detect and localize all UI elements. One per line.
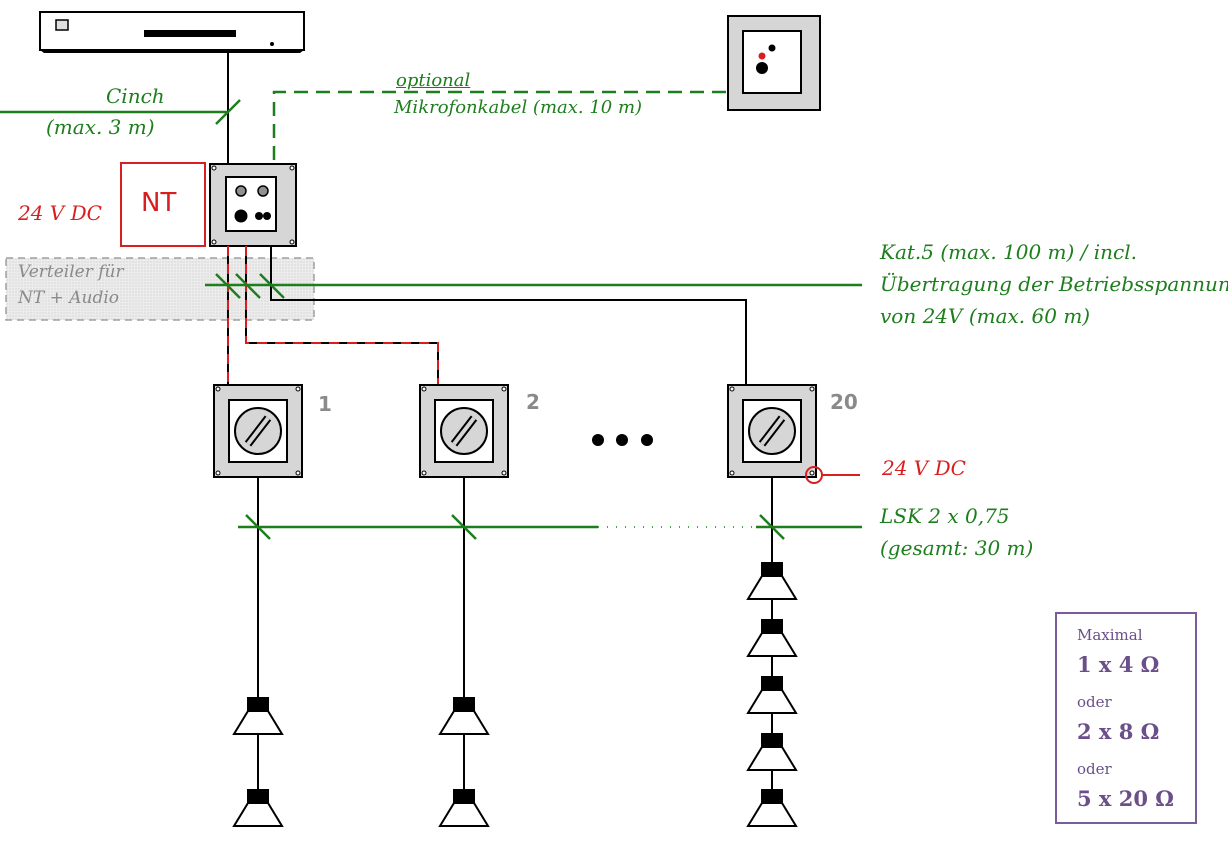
ellipsis-dot bbox=[616, 434, 628, 446]
power-supply-box bbox=[120, 162, 206, 247]
legend-title: Maximal bbox=[1077, 626, 1143, 644]
loudspeaker bbox=[746, 619, 798, 657]
loudspeaker bbox=[746, 733, 798, 771]
loudspeaker bbox=[438, 697, 490, 735]
nt-voltage-label: 24 V DC bbox=[18, 201, 102, 225]
distributor-label-line1: Verteiler für bbox=[18, 262, 124, 282]
dc-right-label: 24 V DC bbox=[882, 456, 966, 480]
nt-label: NT bbox=[141, 188, 177, 218]
legend-option-1: 1 x 4 Ω bbox=[1077, 652, 1160, 677]
ellipsis-dot bbox=[592, 434, 604, 446]
microphone-station bbox=[727, 15, 821, 111]
mic-cable-label: Mikrofonkabel (max. 10 m) bbox=[394, 97, 643, 118]
distributor-box bbox=[5, 257, 315, 321]
unit-number-2: 2 bbox=[526, 390, 540, 414]
loudspeaker bbox=[746, 676, 798, 714]
cat5-label-line3: von 24V (max. 60 m) bbox=[880, 304, 1091, 328]
cat5-label-line1: Kat.5 (max. 100 m) / incl. bbox=[880, 240, 1138, 264]
loudspeaker bbox=[232, 789, 284, 827]
legend-option-2: 2 x 8 Ω bbox=[1077, 719, 1160, 744]
cinch-label: Cinch bbox=[106, 84, 165, 108]
optional-label: optional bbox=[396, 70, 471, 91]
loudspeaker bbox=[232, 697, 284, 735]
legend-or-2: oder bbox=[1077, 760, 1112, 778]
distributor-label-line2: NT + Audio bbox=[18, 288, 120, 308]
unit-number-1: 1 bbox=[318, 392, 332, 416]
wall-amplifier-20 bbox=[727, 384, 823, 484]
source-device bbox=[39, 11, 305, 53]
lsk-label-line1: LSK 2 x 0,75 bbox=[880, 504, 1010, 528]
loudspeaker bbox=[746, 789, 798, 827]
unit-number-20: 20 bbox=[830, 390, 858, 414]
loudspeaker bbox=[746, 562, 798, 600]
amplifier-unit bbox=[209, 163, 297, 247]
cinch-length-label: (max. 3 m) bbox=[46, 115, 155, 139]
ellipsis-dot bbox=[641, 434, 653, 446]
legend-or-1: oder bbox=[1077, 693, 1112, 711]
legend-option-3: 5 x 20 Ω bbox=[1077, 786, 1174, 811]
loudspeaker bbox=[438, 789, 490, 827]
lsk-label-line2: (gesamt: 30 m) bbox=[880, 536, 1034, 560]
cat5-label-line2: Übertragung der Betriebsspannung bbox=[880, 272, 1228, 296]
wall-amplifier-2 bbox=[419, 384, 509, 478]
wall-amplifier-1 bbox=[213, 384, 303, 478]
impedance-legend: Maximal 1 x 4 Ω oder 2 x 8 Ω oder 5 x 20… bbox=[1055, 612, 1197, 824]
